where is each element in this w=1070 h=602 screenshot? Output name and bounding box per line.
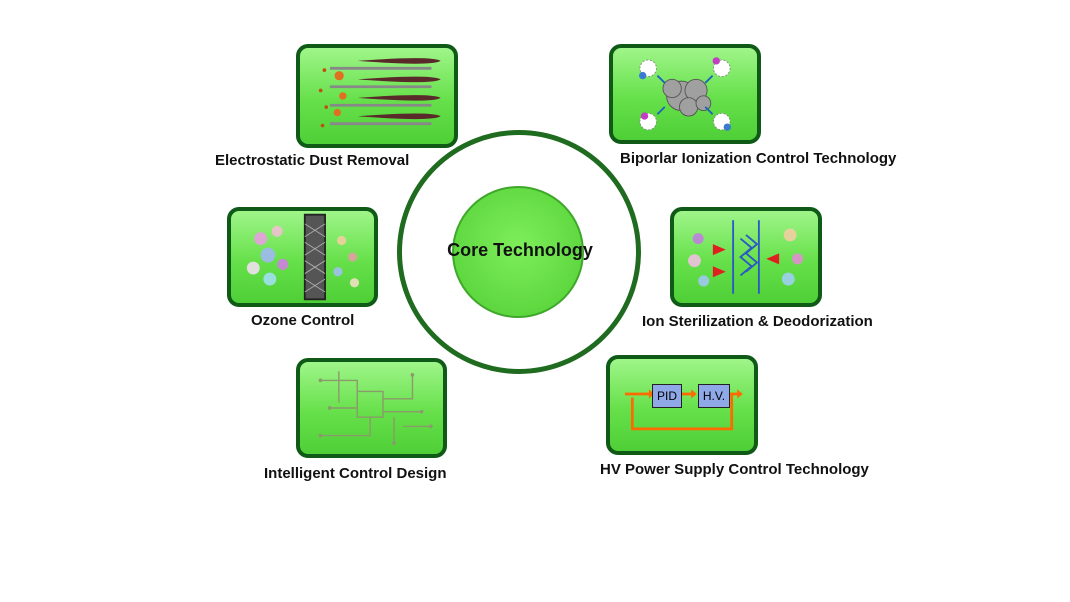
hv-power-supply-label: HV Power Supply Control Technology xyxy=(600,461,869,478)
electrostatic-plates-icon xyxy=(318,58,441,128)
ion-sterilization-label: Ion Sterilization & Deodorization xyxy=(642,313,873,330)
outer-ring xyxy=(397,130,641,374)
pid-block: PID xyxy=(652,384,682,408)
control-loop-icon xyxy=(624,389,743,431)
ozone-control-label: Ozone Control xyxy=(251,312,355,329)
hv-power-supply-tile: PID H.V. xyxy=(606,355,758,455)
core-circle xyxy=(452,186,584,318)
hv-block: H.V. xyxy=(698,384,730,408)
intelligent-control-label: Intelligent Control Design xyxy=(264,465,447,482)
electrostatic-dust-removal-label: Electrostatic Dust Removal xyxy=(215,152,410,169)
ionization-cluster-icon xyxy=(639,57,731,131)
electrostatic-dust-removal-tile xyxy=(296,44,458,148)
ozone-filter-icon xyxy=(246,213,360,301)
bipolar-ionization-label: Biporlar Ionization Control Technology xyxy=(620,150,897,167)
circuit-board-icon xyxy=(318,371,433,445)
bipolar-ionization-tile xyxy=(609,44,761,144)
ozone-control-tile xyxy=(227,207,378,307)
intelligent-control-tile xyxy=(296,358,447,458)
core-technology-label: Core Technology xyxy=(447,240,593,260)
ion-sterilization-tile xyxy=(670,207,822,307)
sterilization-icon xyxy=(688,220,804,294)
